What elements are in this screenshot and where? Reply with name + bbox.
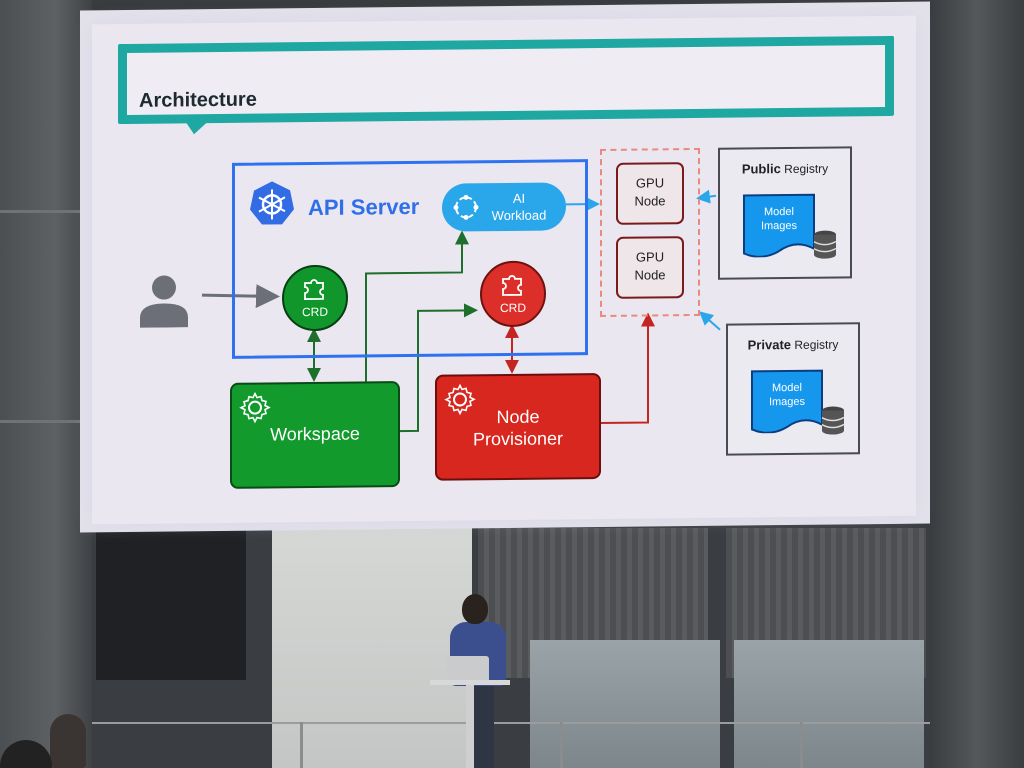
node-provisioner-line2: Provisioner — [472, 428, 564, 450]
left-pillar — [0, 0, 92, 768]
window — [734, 640, 924, 768]
gear-icon — [444, 383, 476, 416]
ai-workload-line2: Workload — [491, 207, 547, 224]
public-doc-line1: Model — [764, 205, 794, 219]
private-registry-title: Private Registry — [728, 336, 858, 352]
workspace-label: Workspace — [270, 423, 360, 445]
dark-wall-panel — [96, 530, 246, 680]
workspace-to-ai-arrow — [365, 230, 469, 382]
podium-post — [466, 685, 474, 768]
railing — [92, 722, 930, 724]
api-server-label: API Server — [308, 193, 420, 221]
workspace-to-crd-arrow — [398, 303, 478, 433]
rail-post — [300, 722, 303, 768]
node-provisioner-label: Node Provisioner — [437, 405, 599, 451]
workload-icon — [453, 194, 479, 220]
gpu-node: GPU Node — [616, 162, 684, 225]
public-registry-arrow — [696, 189, 717, 204]
public-doc-line2: Images — [760, 219, 798, 233]
public-registry-bold: Public — [741, 161, 781, 177]
node-provisioner-line1: Node — [496, 406, 540, 428]
audience-member — [50, 714, 86, 768]
database-icon — [813, 230, 837, 259]
kubernetes-icon — [250, 181, 294, 225]
gpu-node-line1: GPU — [635, 175, 665, 191]
public-registry-title: Public Registry — [720, 160, 850, 176]
user-to-crd-arrow — [201, 284, 280, 309]
window — [530, 640, 720, 768]
crd-label: CRD — [500, 300, 526, 316]
provisioner-to-gpu-arrow — [600, 312, 655, 424]
public-registry-rest: Registry — [780, 161, 829, 177]
crd-red-node: CRD — [480, 260, 546, 328]
pillar-band — [0, 210, 92, 213]
private-registry-box: Private Registry Model Images — [726, 322, 860, 456]
gear-icon — [239, 391, 271, 424]
slide-title: Architecture — [139, 88, 257, 112]
puzzle-icon — [502, 275, 522, 296]
crd-green-node: CRD — [282, 264, 348, 332]
gpu-node-line2: Node — [634, 193, 666, 209]
presenter-head — [462, 594, 488, 624]
document-icon — [743, 193, 815, 258]
person-icon — [140, 275, 188, 328]
ai-workload-line1: AI — [512, 190, 526, 206]
podium-top — [430, 680, 510, 685]
rail-post — [560, 722, 563, 768]
public-registry-doc-label: Model Images — [742, 205, 816, 234]
private-doc-line1: Model — [772, 381, 802, 395]
white-wall-panel — [272, 528, 472, 768]
gpu-node: GPU Node — [616, 236, 684, 299]
gpu-node-line1: GPU — [635, 249, 665, 265]
title-banner-notch — [182, 116, 214, 135]
puzzle-icon — [304, 279, 324, 300]
private-registry-bold: Private — [747, 336, 792, 353]
gpu-node-label: GPU Node — [618, 174, 682, 211]
connector-lines — [201, 189, 721, 433]
private-registry-arrow — [699, 311, 721, 331]
gpu-node-label: GPU Node — [618, 248, 682, 285]
private-doc-line2: Images — [768, 395, 806, 409]
pillar-band — [0, 420, 92, 423]
document-icon — [751, 369, 823, 434]
right-pillar — [930, 0, 1024, 768]
public-registry-box: Public Registry Model Images — [718, 146, 852, 280]
private-registry-doc-label: Model Images — [750, 381, 824, 410]
ai-workload-label: AI Workload — [484, 189, 554, 224]
private-registry-rest: Registry — [791, 337, 839, 352]
projected-slide: Architecture API Server AI Workload CRD — [92, 15, 916, 525]
rail-post — [800, 722, 803, 768]
database-icon — [821, 406, 845, 435]
crd-label: CRD — [302, 304, 328, 320]
laptop — [447, 656, 489, 682]
workspace-box: Workspace — [230, 381, 400, 489]
gpu-node-line2: Node — [634, 267, 666, 283]
node-provisioner-box: Node Provisioner — [435, 372, 601, 481]
